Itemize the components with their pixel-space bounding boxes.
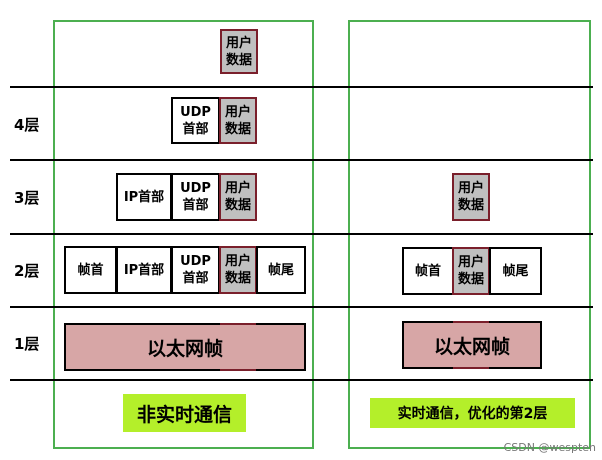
rt-l1-user-data-marker-bottom (453, 367, 489, 369)
row-divider-1 (10, 86, 593, 88)
realtime-caption: 实时通信，优化的第2层 (370, 398, 575, 428)
non-realtime-caption: 非实时通信 (123, 394, 246, 432)
row-divider-5 (10, 379, 593, 381)
layer-1-label: 1层 (14, 335, 40, 353)
row-divider-2 (10, 159, 593, 161)
l2-frame-trailer-box: 帧尾 (256, 246, 306, 294)
csdn-watermark: CSDN @wespten (503, 441, 596, 454)
rt-l1-ethernet-frame: 以太网帧 (402, 321, 542, 369)
rt-l2-frame-header-box: 帧首 (402, 247, 454, 295)
row-divider-4 (10, 306, 593, 308)
l3-user-data-box: 用户 数据 (219, 173, 257, 221)
l3-udp-header-box: UDP 首部 (171, 173, 220, 221)
rt-l3-user-data-box: 用户 数据 (452, 173, 490, 221)
l1-user-data-marker (220, 323, 256, 325)
l3-ip-header-box: IP首部 (116, 173, 172, 221)
app-user-data-box: 用户 数据 (220, 29, 258, 74)
l1-ethernet-frame: 以太网帧 (64, 323, 306, 371)
l2-user-data-box: 用户 数据 (219, 246, 257, 294)
l4-user-data-box: 用户 数据 (219, 97, 257, 144)
row-divider-3 (10, 233, 593, 235)
l1-user-data-marker-bottom (220, 369, 256, 371)
layer-3-label: 3层 (14, 189, 40, 207)
l2-frame-header-box: 帧首 (64, 246, 117, 294)
l4-udp-header-box: UDP 首部 (171, 97, 220, 144)
rt-l2-frame-trailer-box: 帧尾 (489, 247, 542, 295)
l2-udp-header-box: UDP 首部 (171, 246, 220, 294)
l2-ip-header-box: IP首部 (116, 246, 172, 294)
layer-2-label: 2层 (14, 262, 40, 280)
rt-l2-user-data-box: 用户 数据 (452, 247, 490, 295)
layer-4-label: 4层 (14, 116, 40, 134)
rt-l1-user-data-marker (453, 321, 489, 323)
